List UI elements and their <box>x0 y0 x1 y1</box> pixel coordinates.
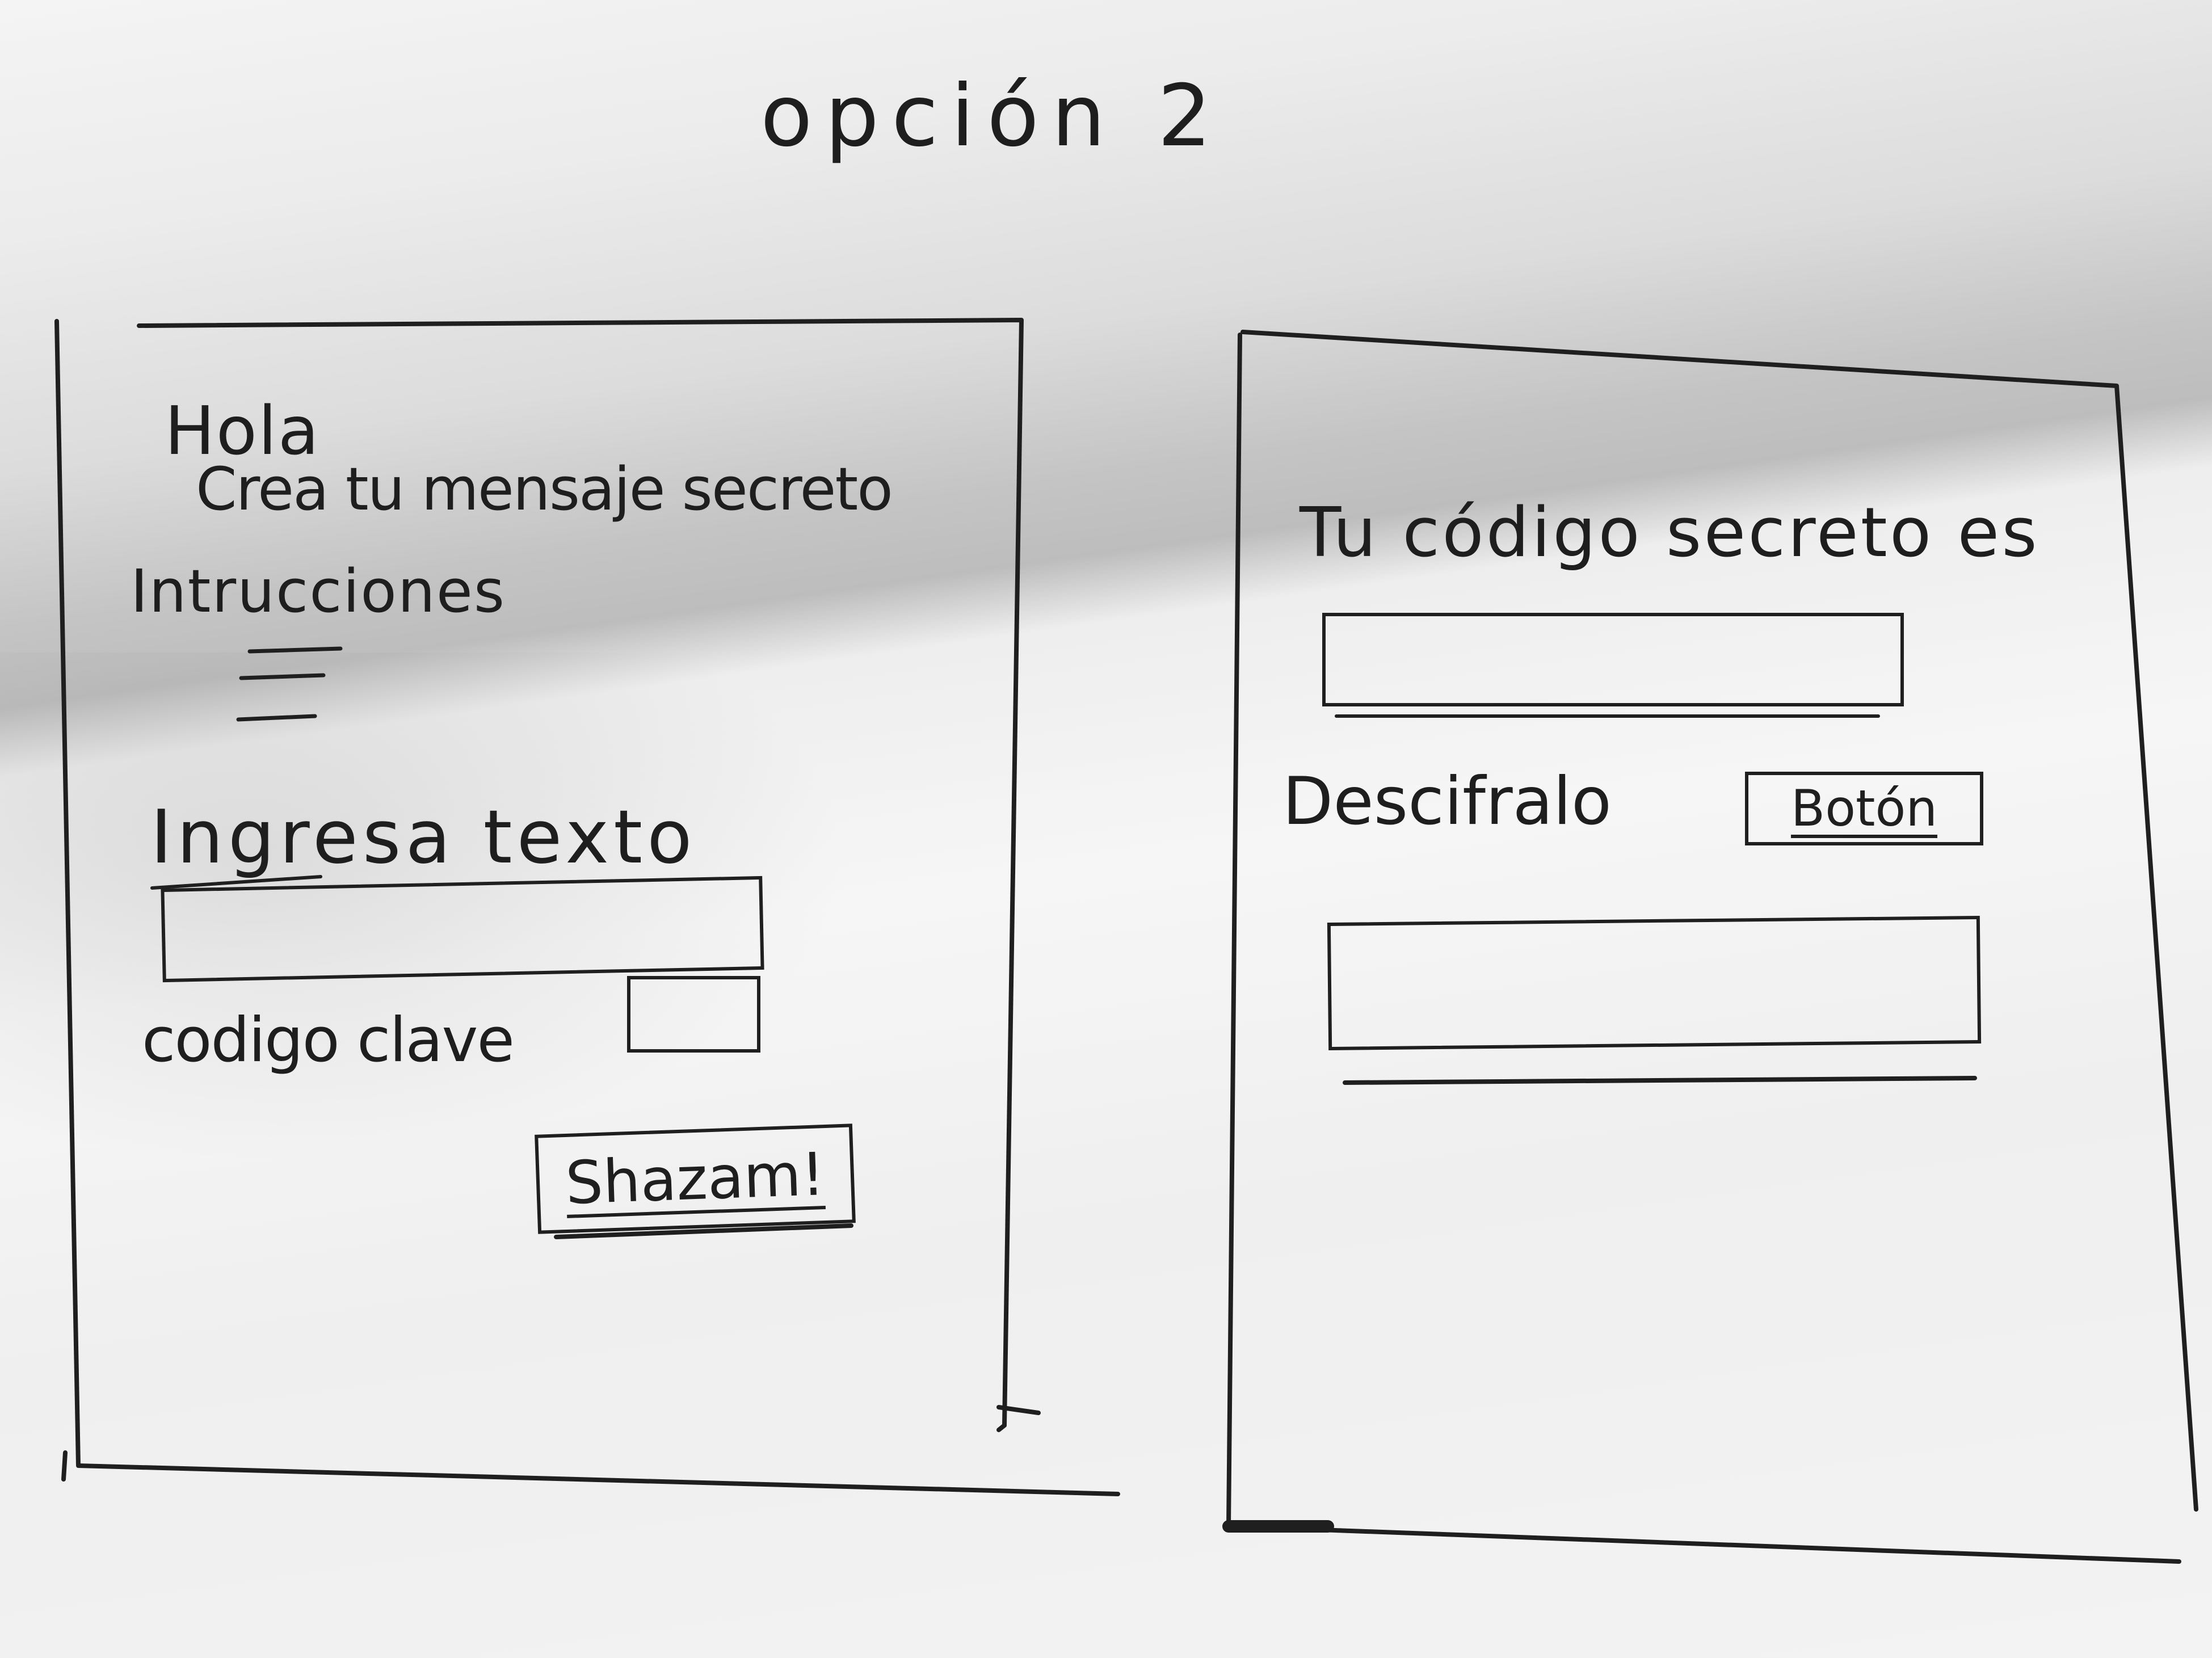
text-input-label: Ingresa texto <box>150 794 697 880</box>
instructions-hamburger-icon <box>236 646 343 722</box>
greeting-text: Hola <box>165 392 321 470</box>
result-label: Tu código secreto es <box>1300 494 2039 573</box>
decode-button-label: Botón <box>1790 778 1938 839</box>
message-text-input[interactable] <box>161 876 764 983</box>
screen-one-frame <box>54 318 1120 1496</box>
decode-button[interactable]: Botón <box>1745 772 1983 845</box>
decoded-output-box[interactable] <box>1327 915 1982 1051</box>
shazam-button[interactable]: Shazam! <box>535 1123 856 1234</box>
instructions-label: Intrucciones <box>131 557 506 626</box>
subtitle-text: Crea tu mensaje secreto <box>196 455 893 524</box>
key-code-input[interactable] <box>627 976 760 1053</box>
shazam-button-label: Shazam! <box>564 1139 826 1218</box>
page-title: opción 2 <box>760 67 1225 166</box>
key-label: codigo clave <box>142 1005 515 1076</box>
secret-code-output[interactable] <box>1322 613 1904 706</box>
hamburger-menu-icon[interactable] <box>233 636 352 732</box>
decode-label: Descifralo <box>1282 763 1612 840</box>
